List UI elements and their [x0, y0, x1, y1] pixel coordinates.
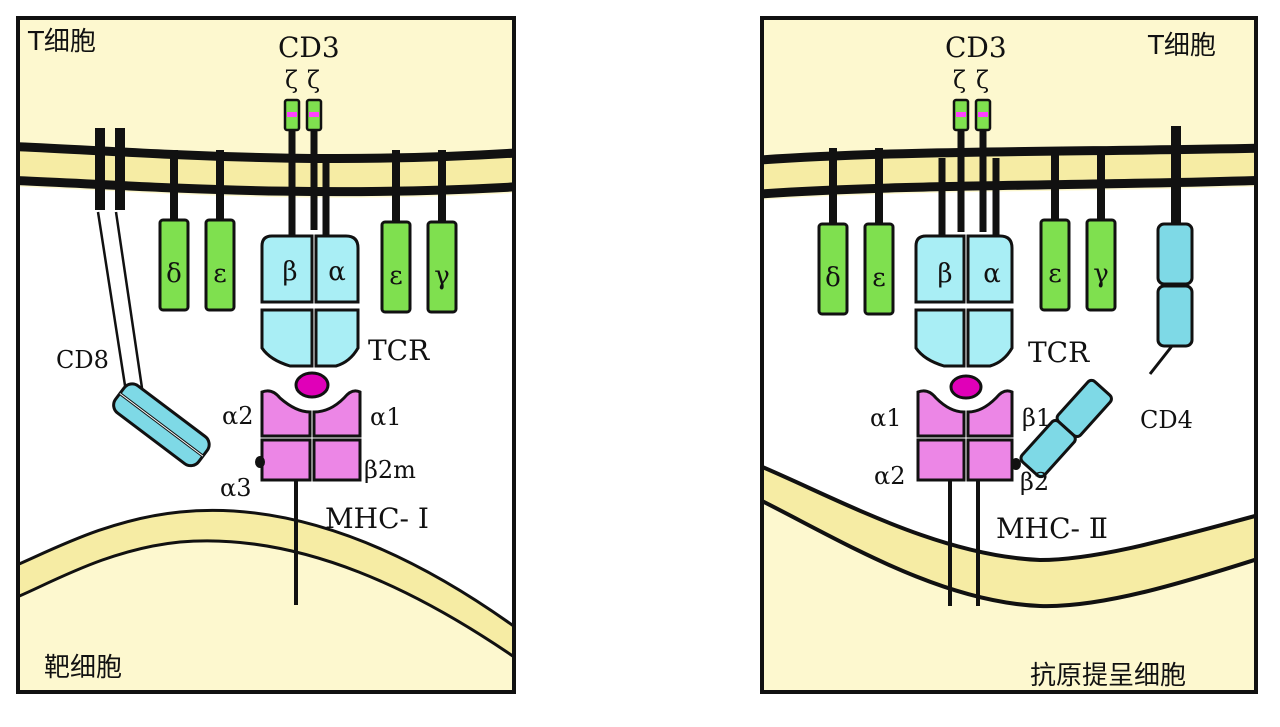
right-cd3-zeta: [952, 98, 992, 232]
left-epsilon-label-2: ε: [389, 261, 402, 291]
left-delta-chain: [158, 218, 190, 312]
right-zeta-label-2: ζ: [976, 66, 989, 94]
left-mhc-i: [255, 389, 362, 605]
right-alpha2-label: α2: [874, 462, 905, 490]
left-cd8: [95, 128, 211, 468]
left-tcr: [260, 160, 360, 368]
right-delta-chain: [817, 222, 849, 316]
left-t-cell-label: T细胞: [27, 27, 96, 57]
left-cd8-label: CD8: [56, 346, 109, 374]
left-gamma-chain: [426, 220, 458, 314]
left-alpha1-label: α1: [370, 403, 401, 431]
right-beta-label: β: [937, 259, 952, 289]
right-alpha1-label: α1: [870, 404, 901, 432]
left-t-cell-membrane: [18, 146, 514, 192]
right-delta-label: δ: [825, 263, 841, 293]
right-gamma-label: γ: [1093, 259, 1109, 289]
left-zeta-label-1: ζ: [285, 66, 298, 94]
right-gamma-chain: [1085, 218, 1117, 312]
right-tcr: [914, 158, 1014, 368]
right-panel: T细胞 CD3 ζ ζ δ ε β α ε γ TCR CD4 α1 β1 α2…: [760, 16, 1258, 694]
left-alpha3-label: α3: [220, 474, 251, 502]
left-epsilon-chain-1: [204, 218, 236, 312]
left-alpha2-label: α2: [222, 402, 253, 430]
right-epsilon-chain-2: [1039, 218, 1071, 312]
right-cd3-chains: [817, 148, 1117, 316]
left-panel: T细胞 CD3 ζ ζ δ ε β α ε γ TCR CD8 α2 α1 β2…: [16, 16, 516, 694]
right-epsilon-label-2: ε: [1048, 259, 1061, 289]
left-alpha-label: α: [328, 257, 346, 287]
right-cd4: [1019, 126, 1194, 479]
right-zeta-label-1: ζ: [953, 66, 966, 94]
left-mhc-label: MHC- Ⅰ: [325, 502, 429, 535]
left-epsilon-label-1: ε: [213, 259, 226, 289]
right-alpha-label: α: [983, 259, 1001, 289]
left-epsilon-chain-2: [380, 220, 412, 314]
left-target-cell-label: 靶细胞: [44, 653, 122, 683]
right-cd4-label: CD4: [1140, 406, 1193, 434]
right-cd3-label: CD3: [945, 31, 1007, 64]
right-epsilon-label-1: ε: [872, 263, 885, 293]
right-mhc-label: MHC- Ⅱ: [996, 512, 1108, 545]
right-t-cell-label: T细胞: [1147, 31, 1216, 61]
left-delta-label: δ: [166, 259, 182, 289]
left-b2m-label: β2m: [364, 456, 416, 484]
right-apc-membrane: [762, 466, 1256, 607]
right-beta2-label: β2: [1020, 468, 1049, 496]
right-apc-label: 抗原提呈细胞: [1030, 661, 1186, 691]
right-tcr-label: TCR: [1028, 336, 1090, 369]
right-peptide: [949, 374, 983, 400]
left-zeta-label-2: ζ: [307, 66, 320, 94]
left-cd3-label: CD3: [278, 31, 340, 64]
left-cd3-chains: [158, 150, 458, 314]
left-tcr-label: TCR: [368, 334, 430, 367]
left-beta-label: β: [282, 257, 297, 287]
left-peptide: [294, 371, 330, 399]
right-mhc-ii: [916, 389, 1021, 606]
right-epsilon-chain-1: [863, 222, 895, 316]
right-beta1-label: β1: [1022, 404, 1051, 432]
left-gamma-label: γ: [434, 261, 450, 291]
